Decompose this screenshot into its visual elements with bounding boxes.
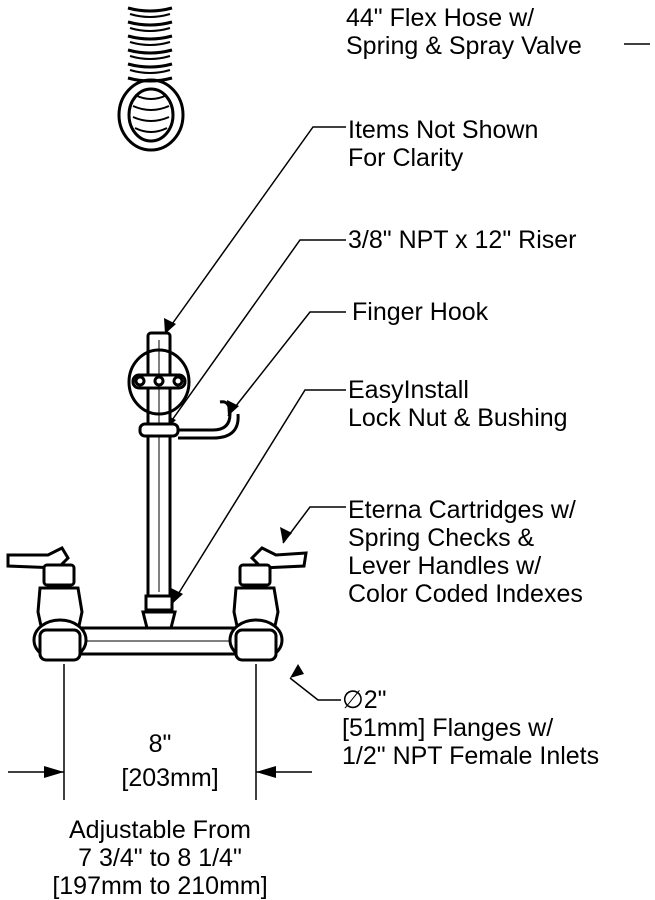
callout-cartridges: Eterna Cartridges w/ Spring Checks & Lev… (348, 496, 583, 608)
riser-tube (146, 331, 172, 600)
callout-flanges: ∅2" [51mm] Flanges w/ 1/2" NPT Female In… (342, 686, 600, 770)
wall-bracket (127, 348, 191, 416)
finger-hook (138, 400, 240, 440)
callout-finger-hook: Finger Hook (352, 298, 489, 326)
left-valve (6, 546, 88, 662)
faucet-body (78, 626, 242, 656)
callout-lock-nut: EasyInstall Lock Nut & Bushing (348, 376, 568, 432)
callout-flex-hose: 44" Flex Hose w/ Spring & Spray Valve (346, 4, 582, 60)
dimension-adjustable: Adjustable From 7 3/4" to 8 1/4" [197mm … (52, 816, 268, 900)
dimension-mm: [203mm] (121, 764, 219, 792)
bracket-right: ] (211, 764, 219, 792)
bracket-left: [ (121, 764, 129, 792)
callout-items-not-shown: Items Not Shown For Clarity (348, 116, 539, 172)
callout-riser: 3/8" NPT x 12" Riser (348, 226, 577, 254)
right-valve (228, 546, 308, 662)
spring-hose (117, 6, 185, 152)
dimension-inches: 8" (148, 730, 172, 758)
